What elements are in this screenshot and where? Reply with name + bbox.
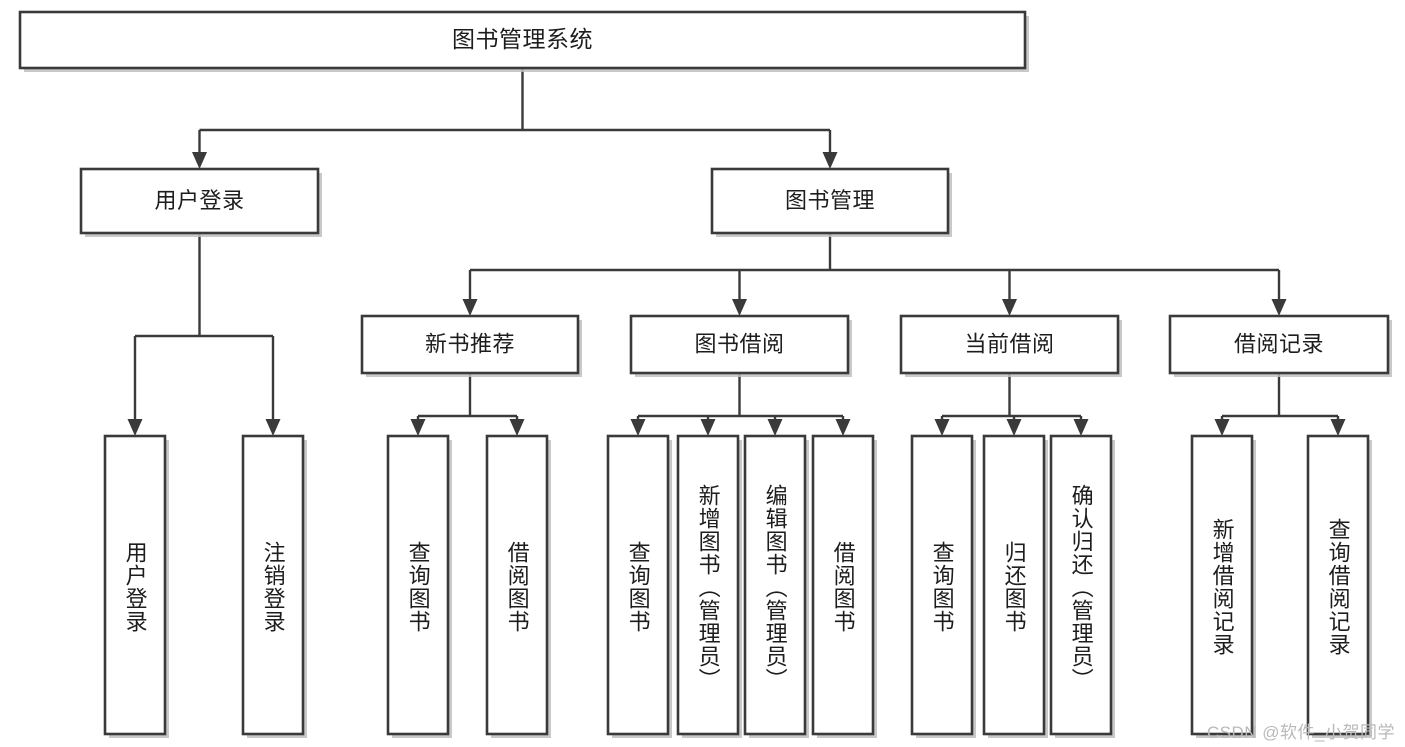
node-leaf-edit-book-admin[interactable] xyxy=(743,434,809,738)
arrow-head-icon xyxy=(1330,419,1346,436)
node-current-borrow[interactable] xyxy=(899,314,1122,377)
node-label-book-borrow: 图书借阅 xyxy=(694,331,784,356)
node-label-new-book-recommend: 新书推荐 xyxy=(425,331,515,356)
node-user-login[interactable] xyxy=(79,167,322,237)
arrow-head-icon xyxy=(822,152,838,169)
node-leaf-user-login[interactable] xyxy=(103,434,169,738)
node-leaf-add-book-admin[interactable] xyxy=(676,434,742,738)
node-leaf-query-borrow-record[interactable] xyxy=(1306,434,1372,738)
arrow-head-icon xyxy=(700,419,716,436)
node-leaf-user-logout[interactable] xyxy=(241,434,307,738)
arrow-head-icon xyxy=(767,419,783,436)
arrow-head-icon xyxy=(127,419,143,436)
arrow-head-icon xyxy=(1002,299,1017,316)
arrow-head-icon xyxy=(835,419,851,436)
arrow-head-icon xyxy=(410,419,426,436)
node-borrow-record[interactable] xyxy=(1168,314,1392,377)
connectors-layer xyxy=(127,68,1346,436)
node-leaf-query-book-bor[interactable] xyxy=(606,434,672,738)
node-label-root: 图书管理系统 xyxy=(452,26,593,52)
node-leaf-add-borrow-record[interactable] xyxy=(1190,434,1256,738)
node-leaf-query-book-rec[interactable] xyxy=(386,434,452,738)
node-leaf-confirm-return-admin[interactable] xyxy=(1049,434,1115,738)
node-book-manage[interactable] xyxy=(710,167,952,237)
arrow-head-icon xyxy=(462,299,478,316)
watermark-text: CSDN @软件_小贺同学 xyxy=(1206,723,1395,742)
arrow-head-icon xyxy=(509,419,525,436)
node-label-current-borrow: 当前借阅 xyxy=(964,331,1054,356)
node-leaf-query-book-cur[interactable] xyxy=(910,434,976,738)
arrow-head-icon xyxy=(934,419,950,436)
node-label-book-manage: 图书管理 xyxy=(785,188,875,213)
node-root[interactable] xyxy=(18,10,1029,72)
arrow-head-icon xyxy=(1073,419,1089,436)
arrow-head-icon xyxy=(1006,419,1022,436)
arrow-head-icon xyxy=(1214,419,1230,436)
node-leaf-borrow-book-bor[interactable] xyxy=(811,434,877,738)
node-label-user-login: 用户登录 xyxy=(154,188,244,213)
arrow-head-icon xyxy=(630,419,646,436)
arrow-head-icon xyxy=(732,299,747,316)
node-label-borrow-record: 借阅记录 xyxy=(1234,331,1324,356)
node-leaf-borrow-book-rec[interactable] xyxy=(485,434,551,738)
arrow-head-icon xyxy=(265,419,281,436)
arrow-head-icon xyxy=(1271,299,1287,316)
node-new-book-recommend[interactable] xyxy=(360,314,582,377)
node-leaf-return-book[interactable] xyxy=(982,434,1048,738)
boxes-layer xyxy=(18,10,1392,738)
arrow-head-icon xyxy=(192,152,207,169)
node-book-borrow[interactable] xyxy=(629,314,852,377)
